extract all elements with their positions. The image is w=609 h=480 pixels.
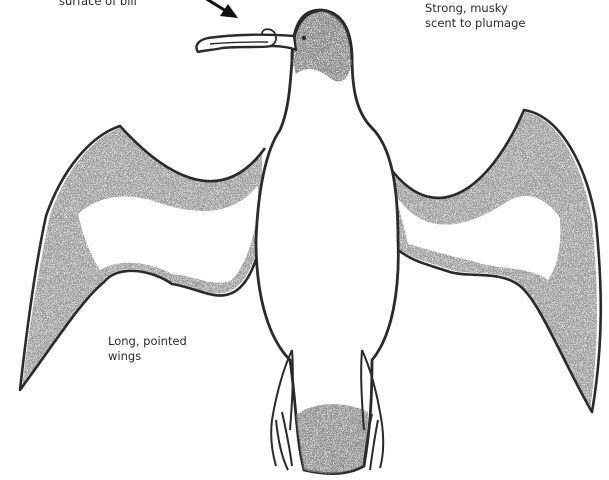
- wings-annotation: Long, pointed wings: [108, 334, 187, 364]
- left-foot: [271, 350, 293, 470]
- tail-shading: [296, 404, 368, 473]
- bill-annotation: surface of bill: [59, 0, 137, 9]
- arrow-shaft: [205, 0, 226, 11]
- arrow-head-icon: [220, 4, 238, 18]
- eye: [302, 36, 306, 40]
- plumage-scent-annotation: Strong, musky scent to plumage: [425, 1, 525, 31]
- body-fill: [256, 10, 398, 473]
- bird-head: [292, 10, 352, 81]
- left-foot-outline: [271, 350, 293, 470]
- right-wing: [390, 110, 601, 412]
- bill: [196, 29, 296, 52]
- bird-body: [256, 10, 398, 473]
- bill-arrow: [205, 0, 238, 18]
